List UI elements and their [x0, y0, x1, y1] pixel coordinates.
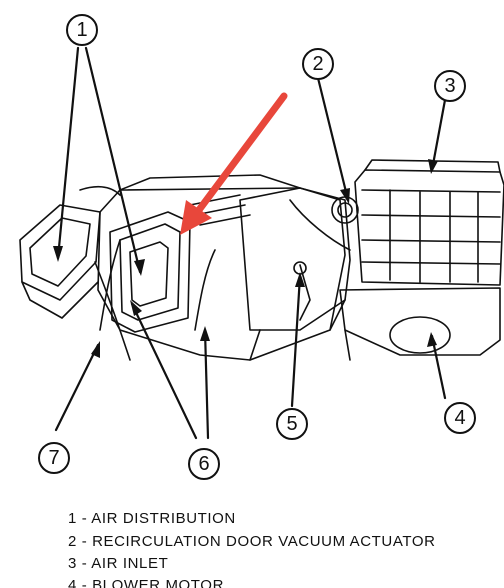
- legend: 1 - AIR DISTRIBUTION 2 - RECIRCULATION D…: [68, 508, 498, 588]
- callout-2: 2: [302, 48, 334, 80]
- callout-5: 5: [276, 408, 308, 440]
- air-inlet-box: [354, 169, 504, 286]
- blower-motor: [389, 316, 451, 354]
- door-frame: [109, 211, 191, 333]
- legend-item-4: 4 - BLOWER MOTOR: [68, 576, 225, 588]
- callout-3: 3: [434, 70, 466, 102]
- air-distribution-housing: [97, 187, 346, 361]
- legend-item-1: 1 - AIR DISTRIBUTION: [68, 510, 236, 527]
- callout-4: 4: [444, 402, 476, 434]
- callout-1: 1: [66, 14, 98, 46]
- legend-item-2: 2 - RECIRCULATION DOOR VACUUM ACTUATOR: [68, 532, 436, 550]
- hvac-housing-diagram: [19, 46, 504, 440]
- legend-item-3: 3 - AIR INLET: [68, 555, 169, 572]
- vacuum-hose: [94, 261, 131, 361]
- callout-7: 7: [38, 442, 70, 474]
- red-arrow-annotation: [180, 92, 288, 235]
- center-housing: [239, 187, 351, 331]
- callout-6: 6: [188, 448, 220, 480]
- blower-housing: [339, 287, 501, 356]
